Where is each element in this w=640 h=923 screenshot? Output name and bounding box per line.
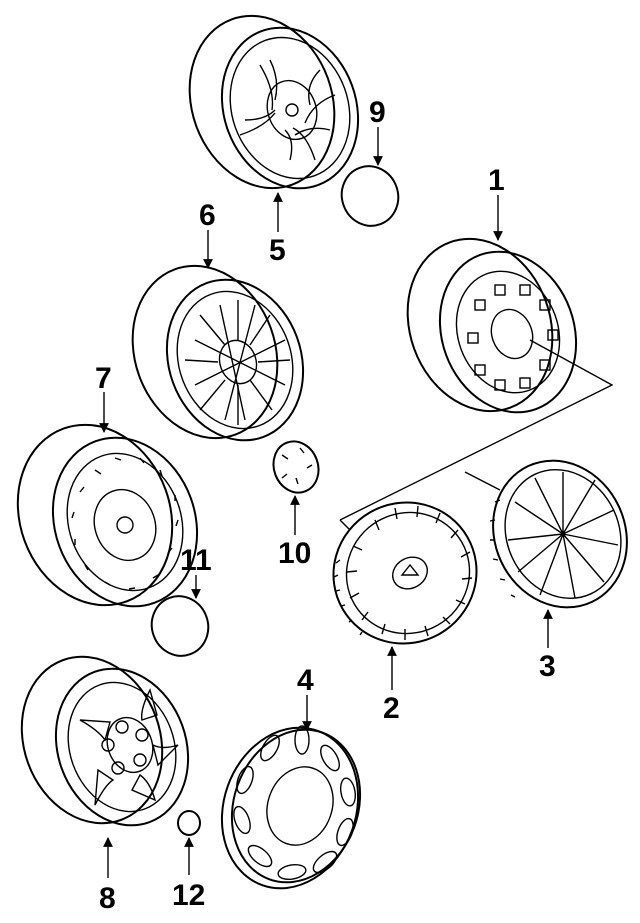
- center-cap-part-12: [177, 810, 201, 836]
- wheel-part-8: [20, 655, 190, 827]
- callout-10: 10: [278, 537, 311, 570]
- wheel-cover-part-3: [489, 459, 628, 609]
- callout-2: 2: [383, 692, 400, 725]
- wheel-part-7: [16, 423, 199, 608]
- explode-lines: [339, 339, 614, 531]
- callout-3: 3: [539, 650, 556, 683]
- callout-labels: 1 2 3 4 5 6 7 8 9 10 11 12: [95, 96, 556, 915]
- center-cap-part-10: [272, 440, 320, 494]
- callout-1: 1: [488, 164, 505, 197]
- callout-8: 8: [99, 882, 116, 915]
- callout-11: 11: [180, 544, 212, 577]
- callout-5: 5: [269, 234, 286, 267]
- callout-9: 9: [369, 96, 386, 129]
- wheel-part-5: [188, 14, 360, 190]
- wheel-cover-part-2: [332, 501, 478, 645]
- callout-12: 12: [172, 879, 205, 912]
- callout-7: 7: [95, 362, 112, 395]
- center-cap-part-9: [340, 165, 400, 227]
- leader-lines: [99, 127, 553, 878]
- wheel-cover-part-4: [220, 725, 362, 890]
- wheel-part-6: [131, 264, 305, 442]
- callout-6: 6: [199, 199, 216, 232]
- wheel-part-1: [406, 237, 578, 414]
- callout-4: 4: [297, 664, 314, 697]
- center-cap-part-11: [150, 595, 210, 657]
